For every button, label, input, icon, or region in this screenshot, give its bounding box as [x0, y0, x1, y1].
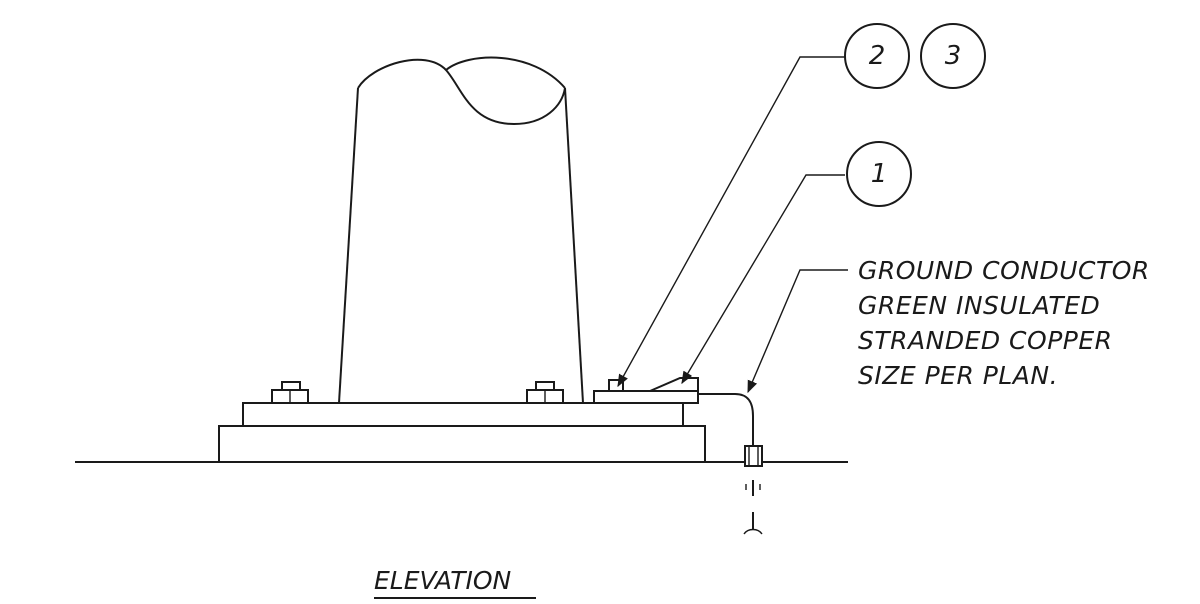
callout-bubble-1 — [846, 141, 912, 207]
upper-base-plate — [242, 402, 684, 427]
anchor-nut-left — [271, 381, 309, 404]
callout-number-3: 3 — [945, 41, 962, 71]
note-line-2: GREEN INSULATED — [858, 291, 1100, 320]
ground-rod — [743, 445, 763, 535]
callout-bubble-3 — [920, 23, 986, 89]
callout-bubble-2 — [844, 23, 910, 89]
view-title: ELEVATION — [374, 566, 512, 595]
lower-base-plate — [218, 425, 706, 463]
note-line-3: STRANDED COPPER — [858, 326, 1113, 355]
pole-shaft — [338, 56, 584, 404]
ground-lug-assembly — [593, 377, 699, 404]
callout-number-2: 2 — [869, 41, 886, 71]
leader-ground-note — [747, 269, 848, 394]
note-line-1: GROUND CONDUCTOR — [858, 256, 1150, 285]
leader-callout-1 — [681, 174, 845, 385]
leader-callout-2 — [617, 56, 845, 388]
anchor-nut-right — [526, 381, 564, 404]
note-line-4: SIZE PER PLAN. — [858, 361, 1058, 390]
callout-number-1: 1 — [871, 159, 888, 189]
ground-conductor — [698, 393, 754, 446]
